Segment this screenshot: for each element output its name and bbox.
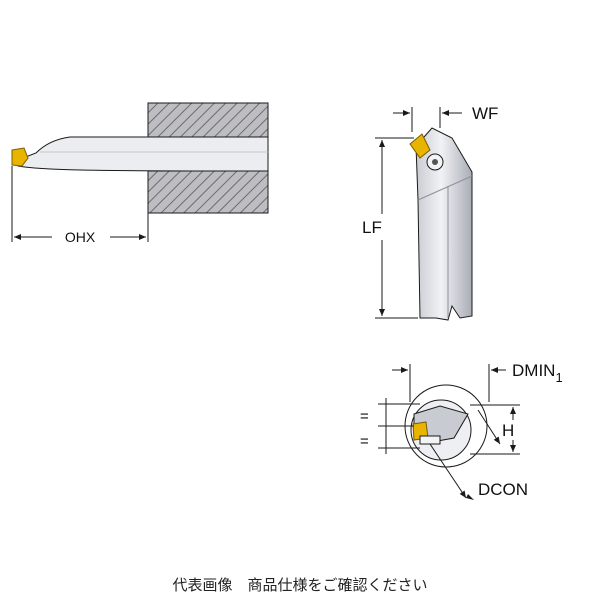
- h-label: H: [502, 421, 514, 440]
- holder-block-top: [147, 102, 269, 138]
- lf-label: LF: [362, 218, 382, 237]
- caption-text: 代表画像 商品仕様をご確認ください: [172, 576, 428, 594]
- wf-label: WF: [472, 104, 498, 123]
- dcon-label: DCON: [478, 480, 528, 499]
- front-view: WF LF: [362, 104, 498, 321]
- front-insert: [409, 133, 431, 159]
- end-view: DMIN1 = = H DCON: [360, 361, 563, 500]
- ohx-label: OHX: [65, 229, 96, 245]
- insert-tip: [11, 147, 29, 167]
- boring-bar-shank: [17, 136, 269, 172]
- tool-body: [415, 127, 473, 321]
- holder-block-bottom: [147, 170, 269, 214]
- side-view: OHX: [11, 102, 269, 245]
- equal-bottom-label: =: [360, 433, 369, 450]
- equal-top-label: =: [360, 408, 369, 425]
- dmin-label: DMIN1: [512, 361, 563, 385]
